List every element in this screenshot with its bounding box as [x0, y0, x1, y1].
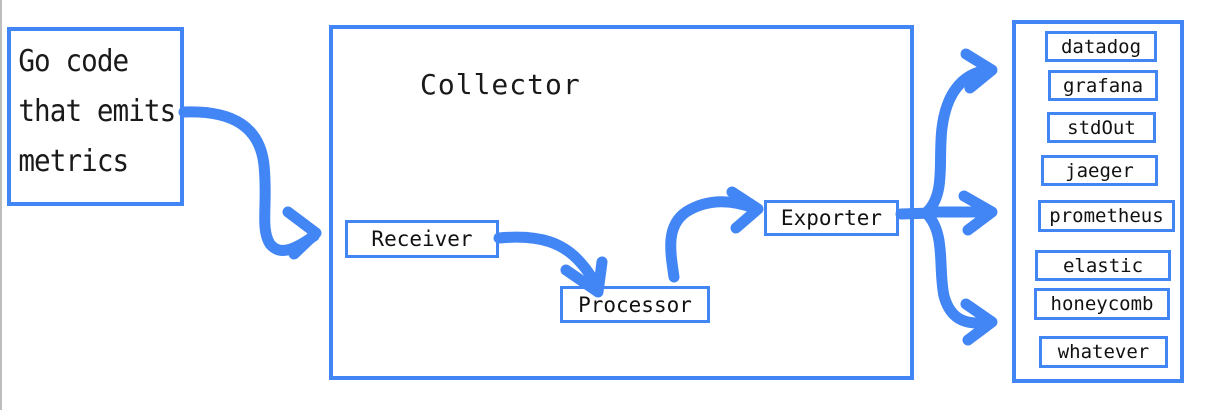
- collector-title: Collector: [420, 68, 581, 101]
- exporter-label: Exporter: [780, 206, 883, 230]
- destination-label: datadog: [1060, 35, 1142, 58]
- go-code-box: Go code that emits metrics: [7, 27, 184, 206]
- destination-prometheus: prometheus: [1038, 200, 1175, 232]
- exporter-node: Exporter: [764, 200, 899, 236]
- destination-whatever: whatever: [1039, 336, 1168, 368]
- destination-label: honeycomb: [1050, 293, 1154, 315]
- receiver-node: Receiver: [345, 220, 499, 258]
- destination-label: stdOut: [1067, 116, 1136, 139]
- destination-label: prometheus: [1049, 205, 1164, 227]
- receiver-label: Receiver: [371, 227, 473, 251]
- destination-honeycomb: honeycomb: [1034, 288, 1170, 320]
- processor-node: Processor: [560, 286, 710, 323]
- arrow-source-to-receiver: [178, 106, 322, 260]
- destination-label: elastic: [1062, 254, 1144, 277]
- processor-label: Processor: [578, 292, 692, 317]
- arrow-exporter-fanout: [895, 48, 998, 346]
- destination-elastic: elastic: [1035, 250, 1171, 281]
- destination-label: grafana: [1062, 74, 1144, 97]
- destination-stdout: stdOut: [1047, 112, 1156, 143]
- destination-label: jaeger: [1065, 159, 1134, 182]
- destination-grafana: grafana: [1048, 70, 1158, 101]
- destination-label: whatever: [1057, 341, 1150, 363]
- destination-datadog: datadog: [1045, 31, 1157, 62]
- destination-jaeger: jaeger: [1041, 155, 1158, 186]
- go-code-text: Go code that emits metrics: [18, 44, 176, 179]
